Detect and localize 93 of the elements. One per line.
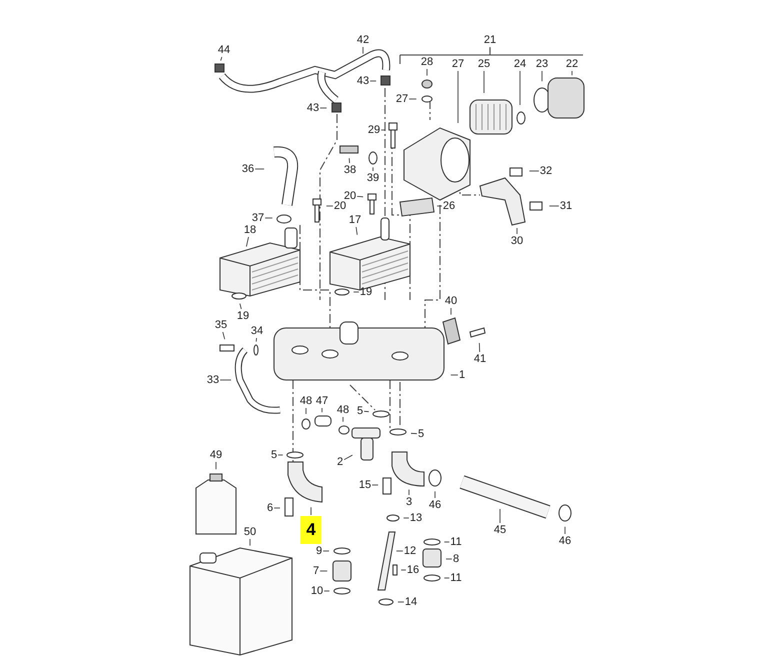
callout-number: 47 [316, 395, 328, 407]
callout-number: 44 [218, 44, 230, 56]
leader-line [408, 489, 410, 496]
callout-number: 50 [244, 526, 256, 538]
callout-number: 24 [514, 58, 526, 70]
callout-number: 7 [312, 565, 320, 577]
leader-line [478, 342, 480, 352]
leader-line [240, 303, 242, 310]
callout-number: 19 [236, 310, 250, 322]
leader-line [450, 308, 452, 315]
leader-line [410, 432, 418, 434]
callout-number: 15 [358, 479, 372, 491]
callout-number: 18 [244, 224, 256, 236]
callout-number: 19 [360, 286, 372, 298]
callout-number: 48 [300, 395, 312, 407]
leader-line [426, 68, 428, 76]
callout-number: 35 [214, 319, 228, 331]
callout-number: 5 [270, 449, 278, 461]
callout-number: 3 [406, 496, 412, 508]
callout-number: 10 [310, 585, 324, 597]
leader-line [324, 590, 330, 592]
callout-number: 2 [336, 456, 344, 468]
callout-number: 39 [366, 172, 380, 184]
callout-number: 16 [406, 564, 420, 576]
callout-number: 38 [344, 164, 356, 176]
callout-number: 45 [494, 524, 506, 536]
leader-line [370, 80, 376, 82]
leader-line [446, 558, 452, 560]
callout-number: 49 [210, 449, 222, 461]
leader-line [320, 570, 328, 572]
callout-number: 12 [404, 545, 416, 557]
callout-number: 34 [250, 325, 264, 337]
callout-number: 46 [558, 535, 572, 547]
callout-number: 11 [450, 572, 462, 584]
callout-number: 4 [300, 516, 322, 544]
leader-line [372, 484, 378, 486]
callout-number: 29 [368, 124, 380, 136]
callout-number: 20 [334, 200, 346, 212]
leader-line [344, 454, 353, 460]
callout-number: 8 [452, 553, 460, 565]
leader-line [256, 338, 257, 342]
callout-number: 28 [420, 56, 434, 68]
leader-line [322, 550, 330, 552]
callout-number: 25 [478, 58, 490, 70]
leader-line [220, 56, 222, 61]
callout-number: 1 [458, 369, 466, 381]
callout-number: 17 [348, 214, 362, 226]
callout-number: 37 [252, 212, 264, 224]
leader-line [222, 332, 226, 340]
leader-line [348, 158, 350, 164]
leader-line [529, 170, 540, 172]
callout-number: 11 [450, 536, 462, 548]
callout-number: 30 [510, 235, 524, 247]
callout-number: 6 [266, 502, 274, 514]
callout-number: 20 [344, 190, 356, 202]
callout-number: 31 [560, 200, 572, 212]
leader-line [278, 454, 284, 456]
leader-line [364, 410, 370, 412]
callout-number: 41 [474, 353, 486, 365]
callout-number: 5 [356, 405, 364, 417]
callout-number: 43 [356, 75, 370, 87]
callout-number: 43 [306, 102, 320, 114]
callout-number: 26 [442, 200, 456, 212]
leader-line [450, 374, 458, 376]
leader-line [356, 226, 358, 236]
callout-number: 33 [206, 374, 220, 386]
leader-line [310, 506, 312, 516]
leader-line [372, 167, 374, 172]
leader-line [246, 236, 249, 247]
callout-number: 22 [566, 58, 578, 70]
callout-number: 48 [336, 404, 350, 416]
leader-line [516, 228, 518, 234]
callout-number: 36 [242, 163, 254, 175]
callout-number: 27 [396, 93, 408, 105]
leader-line [342, 416, 344, 422]
callout-number: 13 [410, 512, 422, 524]
leader-line [434, 491, 436, 498]
callout-number: 23 [536, 58, 548, 70]
leader-line [564, 526, 566, 534]
callout-number: 5 [418, 428, 424, 440]
callout-number: 21 [484, 34, 496, 46]
callout-number: 32 [540, 165, 552, 177]
callout-number: 42 [356, 34, 370, 46]
leader-line [408, 98, 417, 100]
leader-line [362, 46, 364, 54]
callout-number: 40 [444, 295, 458, 307]
callout-number: 27 [452, 58, 464, 70]
leader-line [254, 168, 264, 170]
leader-line [396, 550, 404, 552]
leader-line [356, 196, 364, 198]
callout-number: 9 [316, 545, 322, 557]
callout-number: 14 [404, 596, 418, 608]
callout-number: 46 [428, 499, 442, 511]
